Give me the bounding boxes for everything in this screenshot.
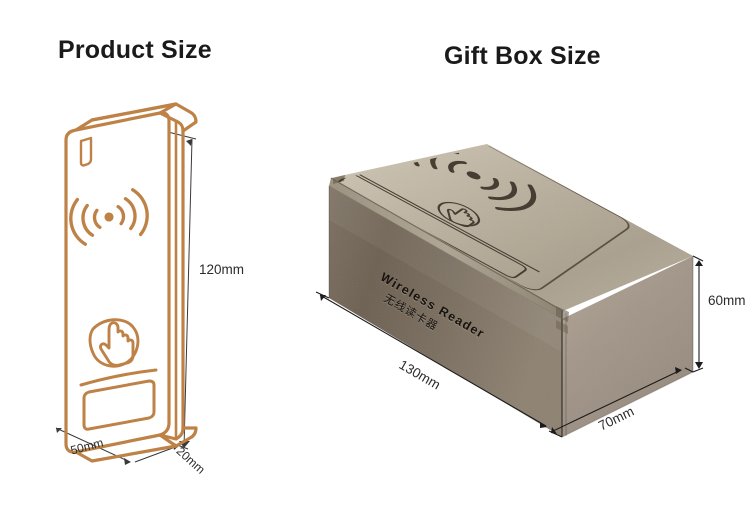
box-flap-notch xyxy=(333,175,345,184)
box-side-face xyxy=(562,256,693,437)
box-front-face xyxy=(329,186,562,437)
touch-finger-icon xyxy=(88,318,140,368)
box-height-label: 60mm xyxy=(708,293,746,308)
box-dimension-lines xyxy=(315,255,704,438)
product-size-heading: Product Size xyxy=(58,36,212,64)
gift-box-size-heading: Gift Box Size xyxy=(444,42,601,70)
box-corner-flap xyxy=(556,306,569,334)
touch-finger-icon xyxy=(437,201,481,228)
product-height-label: 120mm xyxy=(199,262,245,277)
box-top-face xyxy=(331,144,693,311)
